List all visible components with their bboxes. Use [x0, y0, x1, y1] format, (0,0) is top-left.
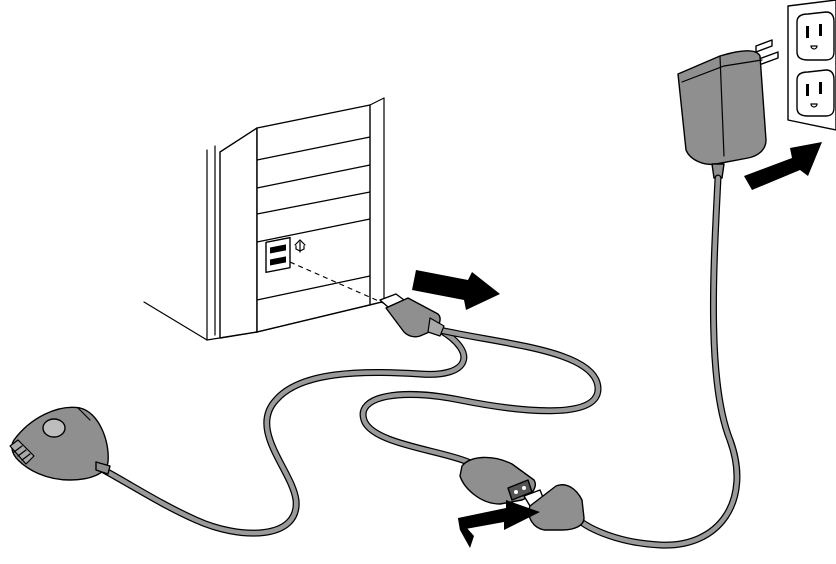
cradle [10, 407, 110, 480]
power-adapter [678, 40, 778, 178]
y-cable [100, 330, 598, 533]
computer-tower [144, 98, 398, 340]
usb-port [266, 238, 290, 273]
power-cable [576, 178, 737, 545]
usb-plug [380, 294, 444, 337]
arrow-insert-usb [412, 270, 500, 310]
wall-outlet [788, 0, 836, 130]
